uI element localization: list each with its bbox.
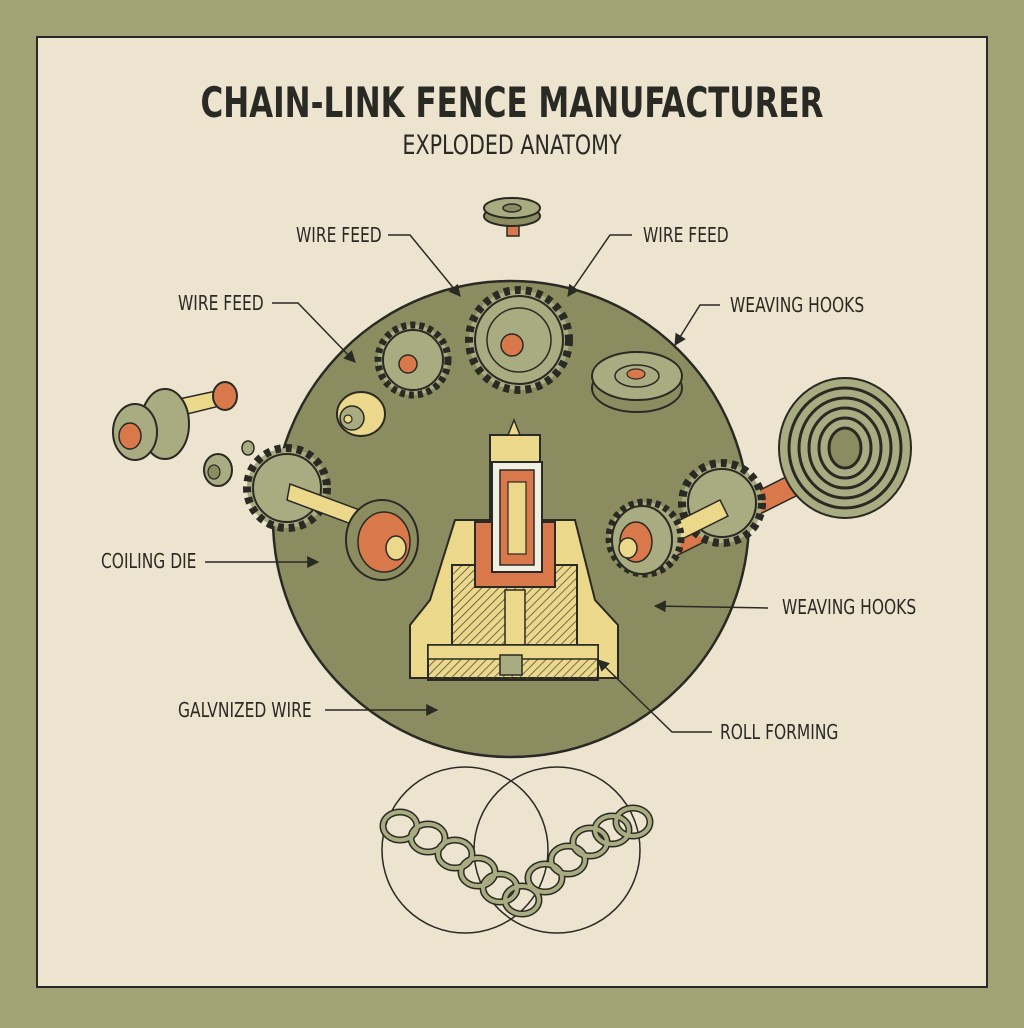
label-galvanized-wire: GALVNIZED WIRE	[178, 698, 312, 722]
central-press	[409, 417, 619, 681]
medium-gear-left	[374, 321, 452, 399]
label-wire-feed-top-left: WIRE FEED	[296, 223, 382, 247]
leader-wire-feed-left	[272, 302, 356, 363]
leader-wire-feed-top-right	[567, 234, 632, 297]
coiling-die-gear-shaft	[243, 444, 419, 581]
leader-weaving-hooks-right	[653, 600, 769, 613]
leader-roll-forming	[597, 659, 712, 733]
label-weaving-hooks-right: WEAVING HOOKS	[782, 595, 917, 619]
chain-link-illustration	[379, 766, 654, 934]
label-wire-feed-left: WIRE FEED	[178, 291, 264, 315]
label-weaving-hooks-top: WEAVING HOOKS	[730, 293, 865, 317]
leader-wire-feed-top-left	[388, 234, 461, 297]
flat-washer-right	[591, 351, 683, 413]
page-subtitle: EXPLODED ANATOMY	[402, 130, 622, 161]
leader-weaving-hooks-top	[674, 304, 720, 347]
top-washer-part	[483, 197, 541, 237]
large-gear-top	[465, 286, 573, 394]
label-wire-feed-top-right: WIRE FEED	[643, 223, 729, 247]
label-coiling-die: COILING DIE	[101, 549, 197, 573]
left-axle-assembly	[112, 381, 238, 461]
label-roll-forming: ROLL FORMING	[720, 720, 839, 744]
small-hub-part	[336, 391, 386, 437]
weaving-hook-gears	[605, 459, 766, 578]
small-nut-left	[203, 440, 255, 487]
leader-lines	[205, 234, 769, 733]
page-title: CHAIN-LINK FENCE MANUFACTURER	[200, 78, 824, 127]
